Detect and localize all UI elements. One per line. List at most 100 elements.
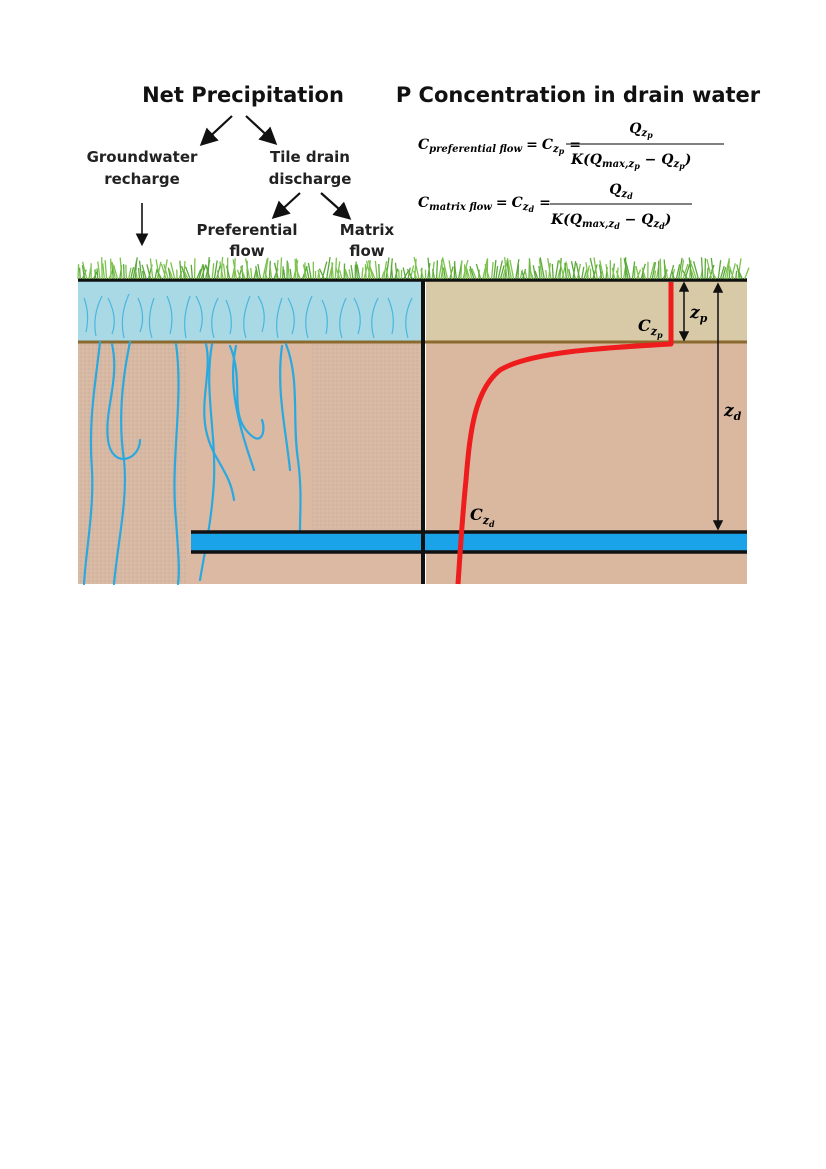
grass-blade: [534, 270, 539, 280]
grass-blade: [528, 258, 531, 280]
grass-blade: [141, 264, 147, 280]
grass-blade: [305, 266, 310, 280]
grass-blade: [675, 264, 681, 280]
grass-blade: [406, 268, 413, 280]
matrix-label: Matrix: [340, 221, 395, 239]
grass-blade: [605, 264, 609, 280]
grass-blade: [719, 265, 725, 280]
grass-blade: [493, 259, 497, 280]
zd-label: zd: [723, 401, 742, 423]
grass-blade: [179, 260, 183, 280]
grass-blade: [460, 261, 463, 280]
grass-blade: [435, 260, 439, 280]
grass-blade: [295, 258, 299, 280]
grass-blade: [220, 257, 224, 280]
grass-blade: [728, 265, 735, 280]
grass-blade: [365, 260, 372, 280]
grass-blade: [380, 270, 386, 280]
grass-blade: [237, 265, 244, 280]
grass-blade: [255, 266, 260, 280]
preferential-label: Preferential: [196, 221, 297, 239]
grass-blade: [623, 258, 629, 280]
grass-blade: [344, 268, 350, 280]
grass-blade: [348, 269, 352, 280]
grass-blade: [448, 260, 453, 280]
grass-blade: [682, 263, 689, 280]
grass-blade: [441, 257, 449, 280]
grass-blade: [558, 260, 565, 280]
net-precipitation-heading: Net Precipitation: [142, 83, 344, 107]
grass-blade: [374, 260, 378, 280]
grass-blade: [468, 268, 473, 280]
grass-blade: [663, 259, 667, 280]
grass-blade: [471, 268, 477, 280]
equation-preferential: Cpreferential flow=Czp= Qzp K(Qmax,zp − …: [418, 121, 724, 171]
grass-blade: [257, 263, 262, 280]
grass-blade: [528, 269, 535, 280]
grass-blade: [81, 265, 86, 280]
grass-blade: [146, 264, 152, 280]
grass-blade: [130, 267, 135, 280]
grass-blade: [269, 267, 273, 280]
grass-blade: [149, 258, 154, 280]
grass-blade: [96, 268, 99, 280]
depth-dimensions: [678, 281, 724, 531]
grass-blade: [331, 262, 334, 280]
grass-blade: [367, 260, 371, 280]
grass-blade: [538, 265, 541, 280]
grass-blade: [453, 263, 458, 280]
grass-blade: [737, 269, 743, 280]
grass-blade: [743, 267, 750, 280]
grass-blade: [570, 261, 576, 280]
grass-blade: [335, 267, 341, 280]
grass-blade: [336, 261, 341, 280]
grass-blade: [125, 264, 128, 280]
grass-blade: [190, 264, 194, 280]
grass-blade: [205, 264, 211, 280]
grass-blade: [547, 258, 552, 280]
grass-blade: [402, 267, 407, 280]
arrow-to-preferential: [271, 192, 301, 219]
grass-blade: [506, 257, 513, 280]
grass-blade: [442, 267, 447, 280]
grass-blade: [726, 260, 731, 280]
grass-blade: [132, 257, 138, 280]
grass-blade: [551, 263, 554, 280]
grass-blade: [263, 269, 268, 280]
grass-blade: [127, 267, 132, 280]
grass-blade: [453, 261, 456, 280]
grass-blade: [383, 261, 388, 280]
grass-blade: [137, 267, 141, 280]
matrix-texture-1: [78, 342, 186, 584]
czd-label: Czd: [470, 505, 495, 529]
grass-blade: [244, 258, 251, 280]
grass-blade: [572, 261, 577, 280]
recharge-label: recharge: [104, 170, 180, 188]
grass-blade: [219, 261, 224, 280]
grass-blade: [710, 269, 717, 280]
grass-blade: [532, 265, 537, 280]
grass-blade: [659, 258, 662, 280]
grass-blade: [275, 259, 279, 280]
grass-blade: [134, 260, 138, 280]
grass-blade: [378, 263, 381, 280]
grass-blade: [156, 269, 163, 280]
tile-drain-label: Tile drain: [270, 148, 350, 166]
grass-blade: [465, 268, 469, 280]
grass-blade: [294, 258, 297, 280]
grass-blade: [708, 264, 715, 280]
grass-blade: [575, 262, 581, 280]
grass-blade: [576, 263, 582, 280]
grass-blade: [520, 270, 526, 280]
grass-blade: [77, 264, 80, 280]
grass-blade: [599, 260, 605, 280]
tile-drain-pipe: [191, 530, 747, 554]
grass-blade: [700, 257, 704, 280]
svg-text:Qzd: Qzd: [609, 182, 633, 201]
grass-blade: [615, 270, 620, 280]
grass-blade: [302, 264, 308, 280]
grass-blade: [529, 260, 532, 280]
grass-blade: [216, 270, 220, 280]
grass-blade: [524, 269, 528, 280]
grass-blade: [420, 269, 425, 280]
